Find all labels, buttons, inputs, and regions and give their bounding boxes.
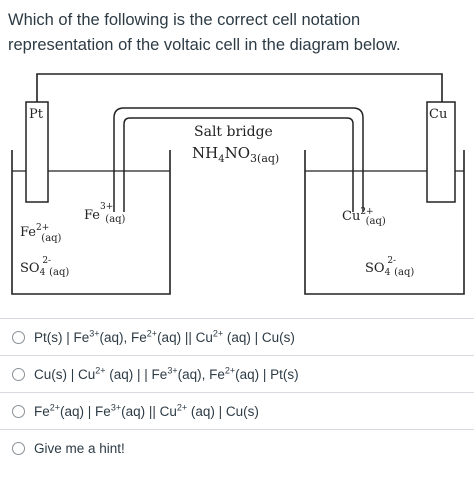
cu-electrode: [426, 101, 456, 203]
answer-option-1[interactable]: Pt(s) | Fe3+(aq), Fe2+(aq) || Cu2+ (aq) …: [0, 318, 474, 355]
right-beaker: [304, 150, 465, 295]
cu2-ion-label: Cu2+(aq): [342, 207, 386, 227]
voltaic-cell-diagram: Pt Cu Salt bridge NH4NO3(aq) Fe3+(aq) Fe…: [11, 73, 465, 295]
fe2-ion-label: Fe2+(aq): [20, 223, 62, 244]
salt-bridge-inner: [123, 117, 354, 212]
answer-option-2[interactable]: Cu(s) | Cu2+ (aq) | | Fe3+(aq), Fe2+(aq)…: [0, 355, 474, 392]
so4-left-ion-label: SO42-(aq): [20, 256, 69, 278]
answer-options: Pt(s) | Fe3+(aq), Fe2+(aq) || Cu2+ (aq) …: [0, 318, 474, 466]
radio-button[interactable]: [12, 404, 25, 418]
external-wire: [36, 73, 443, 102]
hint-option[interactable]: Give me a hint!: [0, 429, 474, 466]
salt-bridge-formula: NH4NO3(aq): [192, 144, 279, 165]
hint-option-label: Give me a hint!: [34, 440, 125, 456]
left-beaker: [11, 150, 171, 295]
radio-button[interactable]: [12, 330, 25, 344]
pt-electrode-label: Pt: [29, 107, 44, 122]
cu-electrode-label: Cu: [429, 107, 447, 122]
answer-option-label: Cu(s) | Cu2+ (aq) | | Fe3+(aq), Fe2+(aq)…: [34, 365, 299, 382]
radio-button[interactable]: [12, 367, 25, 381]
answer-option-label: Pt(s) | Fe3+(aq), Fe2+(aq) || Cu2+ (aq) …: [34, 328, 295, 345]
salt-bridge-label: Salt bridge: [194, 124, 273, 140]
pt-electrode: [25, 101, 49, 203]
so4-right-ion-label: SO42-(aq): [365, 256, 414, 278]
salt-bridge-outer: [113, 107, 364, 212]
question-text: Which of the following is the correct ce…: [8, 11, 401, 54]
radio-button[interactable]: [12, 441, 25, 455]
answer-option-label: Fe2+(aq) | Fe3+(aq) || Cu2+ (aq) | Cu(s): [34, 402, 259, 419]
fe3-ion-label: Fe3+(aq): [84, 202, 126, 225]
answer-option-3[interactable]: Fe2+(aq) | Fe3+(aq) || Cu2+ (aq) | Cu(s): [0, 392, 474, 429]
